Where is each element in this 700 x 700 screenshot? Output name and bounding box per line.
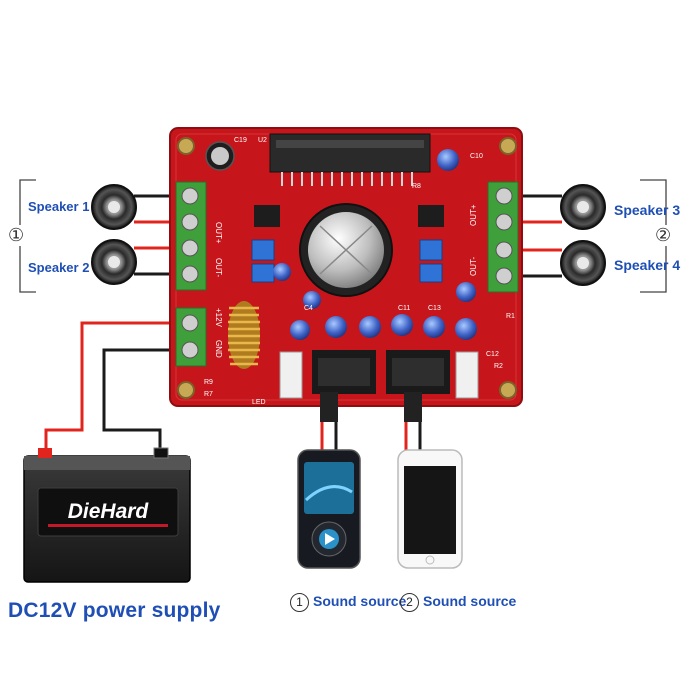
trim-pot	[251, 239, 275, 261]
group-2-number: ②	[655, 225, 672, 246]
input-connector-right	[455, 351, 479, 399]
mp3-player	[297, 449, 361, 569]
sound-source-2-text: Sound source	[423, 593, 517, 610]
silk-c11: C11	[398, 305, 410, 312]
capacitor-row	[273, 263, 477, 340]
mounting-hole	[177, 381, 195, 399]
silk-out-plus-2: OUT+	[469, 204, 478, 226]
terminal-block-speaker-left	[175, 181, 207, 291]
mounting-hole	[177, 137, 195, 155]
op-amp-right	[418, 205, 444, 227]
silk-led: LED	[252, 399, 266, 406]
amplifier-board: U2 C19 C10 C11 C13 C4 C12 R1 R2 R8 R9 R7…	[169, 127, 523, 407]
group-1-number: ①	[8, 225, 25, 246]
sound-source-1-number: 1	[290, 593, 309, 612]
battery-terminal-negative	[153, 447, 169, 459]
silk-out-minus-2: OUT-	[469, 257, 478, 276]
ic-pins	[281, 172, 413, 186]
speaker-2	[91, 239, 137, 285]
power-wires	[44, 321, 180, 458]
smartphone	[397, 449, 463, 569]
speaker-3-label: Speaker 3	[614, 202, 681, 218]
power-supply-label: DC12V power supply	[8, 599, 221, 622]
silk-c12: C12	[486, 351, 499, 358]
terminal-block-power	[175, 307, 207, 367]
inductor-coil	[228, 301, 260, 369]
silk-gnd: GND	[214, 340, 223, 358]
speaker-1-label: Speaker 1	[28, 199, 90, 214]
speaker-2-label: Speaker 2	[28, 260, 90, 275]
silk-r2: R2	[494, 363, 503, 370]
silk-c4: C4	[304, 305, 313, 312]
mounting-hole	[499, 381, 517, 399]
speaker-4	[560, 240, 606, 286]
sound-source-2-number: 2	[400, 593, 419, 612]
capacitor-c10	[437, 149, 459, 171]
sound-source-1-text: Sound source	[313, 593, 407, 610]
silk-r9: R9	[204, 379, 213, 386]
power-wire-negative	[102, 348, 180, 454]
silk-c19: C19	[234, 137, 247, 144]
power-wire-positive	[44, 321, 180, 458]
silk-r1: R1	[506, 313, 515, 320]
silk-c10: C10	[470, 153, 483, 160]
speaker-1	[91, 184, 137, 230]
trim-pot	[251, 263, 275, 283]
silk-ic: U2	[258, 137, 267, 144]
silk-out-minus-1: OUT-	[214, 258, 223, 277]
op-amp-left	[254, 205, 280, 227]
speaker-3	[560, 184, 606, 230]
silk-plus-12v: +12V	[214, 308, 223, 328]
speaker-wires	[134, 194, 562, 278]
car-battery: DieHard	[23, 447, 191, 583]
battery-brand: DieHard	[68, 500, 150, 523]
silk-c13: C13	[428, 305, 441, 312]
trim-pot	[419, 263, 443, 283]
audio-cable-2	[404, 392, 422, 452]
audio-cable-1	[320, 392, 338, 452]
amplifier-ic	[269, 133, 431, 173]
silk-r7: R7	[204, 391, 213, 398]
speaker-4-label: Speaker 4	[614, 257, 681, 273]
mounting-hole	[499, 137, 517, 155]
trim-pot	[419, 239, 443, 261]
battery-terminal-positive	[38, 448, 52, 458]
terminal-block-speaker-right	[487, 181, 519, 293]
silk-r8: R8	[412, 183, 421, 190]
input-connector-left	[279, 351, 303, 399]
silk-out-plus-1: OUT+	[214, 222, 223, 244]
